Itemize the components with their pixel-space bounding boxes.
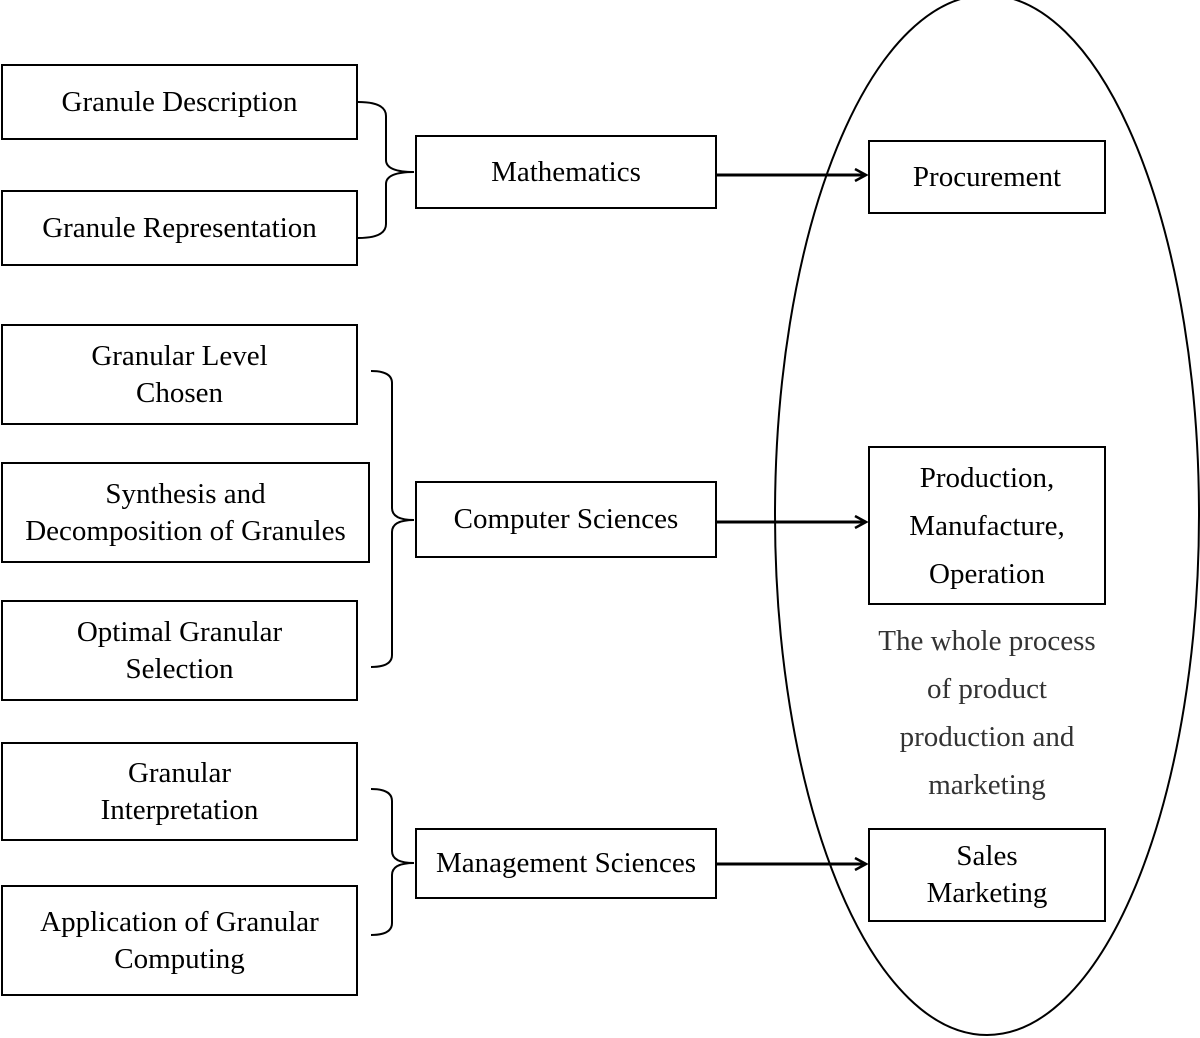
text-line: Granular Level	[91, 339, 268, 372]
text-line: Computer Sciences	[453, 503, 679, 535]
text-block: Procurement	[913, 159, 1061, 196]
granule-representation-box: Granule Representation	[1, 190, 358, 266]
procurement-box: Procurement	[868, 140, 1106, 214]
text-line: Manufacture,	[909, 509, 1065, 542]
text-line: Mathematics	[491, 155, 641, 188]
bracket-computer-sciences	[370, 370, 415, 668]
text-block: Management Sciences	[436, 845, 696, 882]
text-block: Computer Sciences	[454, 501, 679, 538]
text-line: Sales	[956, 840, 1018, 872]
text-line: marketing	[928, 769, 1046, 801]
bracket-mathematics	[357, 101, 415, 239]
process-oval	[774, 0, 1200, 1036]
text-line: Selection	[125, 652, 234, 685]
text-line: Granular	[127, 756, 232, 789]
text-line: Interpretation	[100, 793, 259, 826]
text-line: Procurement	[912, 160, 1062, 193]
text-line: Management Sciences	[435, 847, 697, 879]
computer-sciences-box: Computer Sciences	[415, 481, 717, 558]
text-block: Production, Manufacture, Operation	[909, 454, 1064, 598]
production-box: Production, Manufacture, Operation	[868, 446, 1106, 605]
text-line: The whole process	[878, 625, 1096, 657]
text-line: Production,	[919, 461, 1055, 494]
text-line: Marketing	[926, 877, 1048, 909]
text-block: Granule Description	[62, 84, 298, 121]
text-line: Synthesis and	[105, 477, 266, 510]
text-block: Mathematics	[491, 154, 641, 191]
mathematics-box: Mathematics	[415, 135, 717, 209]
text-line: Granule Description	[61, 85, 298, 118]
text-line: Application of Granular	[40, 905, 319, 938]
text-line: Optimal Granular	[76, 615, 283, 648]
text-line: Decomposition of Granules	[25, 514, 346, 547]
bracket-management-sciences	[370, 788, 415, 936]
oval-caption: The whole process of product production an…	[856, 617, 1118, 809]
text-line: Computing	[114, 942, 245, 975]
management-sciences-box: Management Sciences	[415, 828, 717, 899]
text-line: production and	[899, 721, 1075, 753]
text-line: Operation	[929, 557, 1045, 590]
text-line: of product	[927, 673, 1047, 705]
text-block: The whole process of product production an…	[856, 617, 1118, 809]
text-line: Chosen	[135, 376, 223, 409]
granule-description-box: Granule Description	[1, 64, 358, 140]
text-block: Granule Representation	[42, 210, 317, 247]
text-line: Granule Representation	[42, 211, 317, 244]
